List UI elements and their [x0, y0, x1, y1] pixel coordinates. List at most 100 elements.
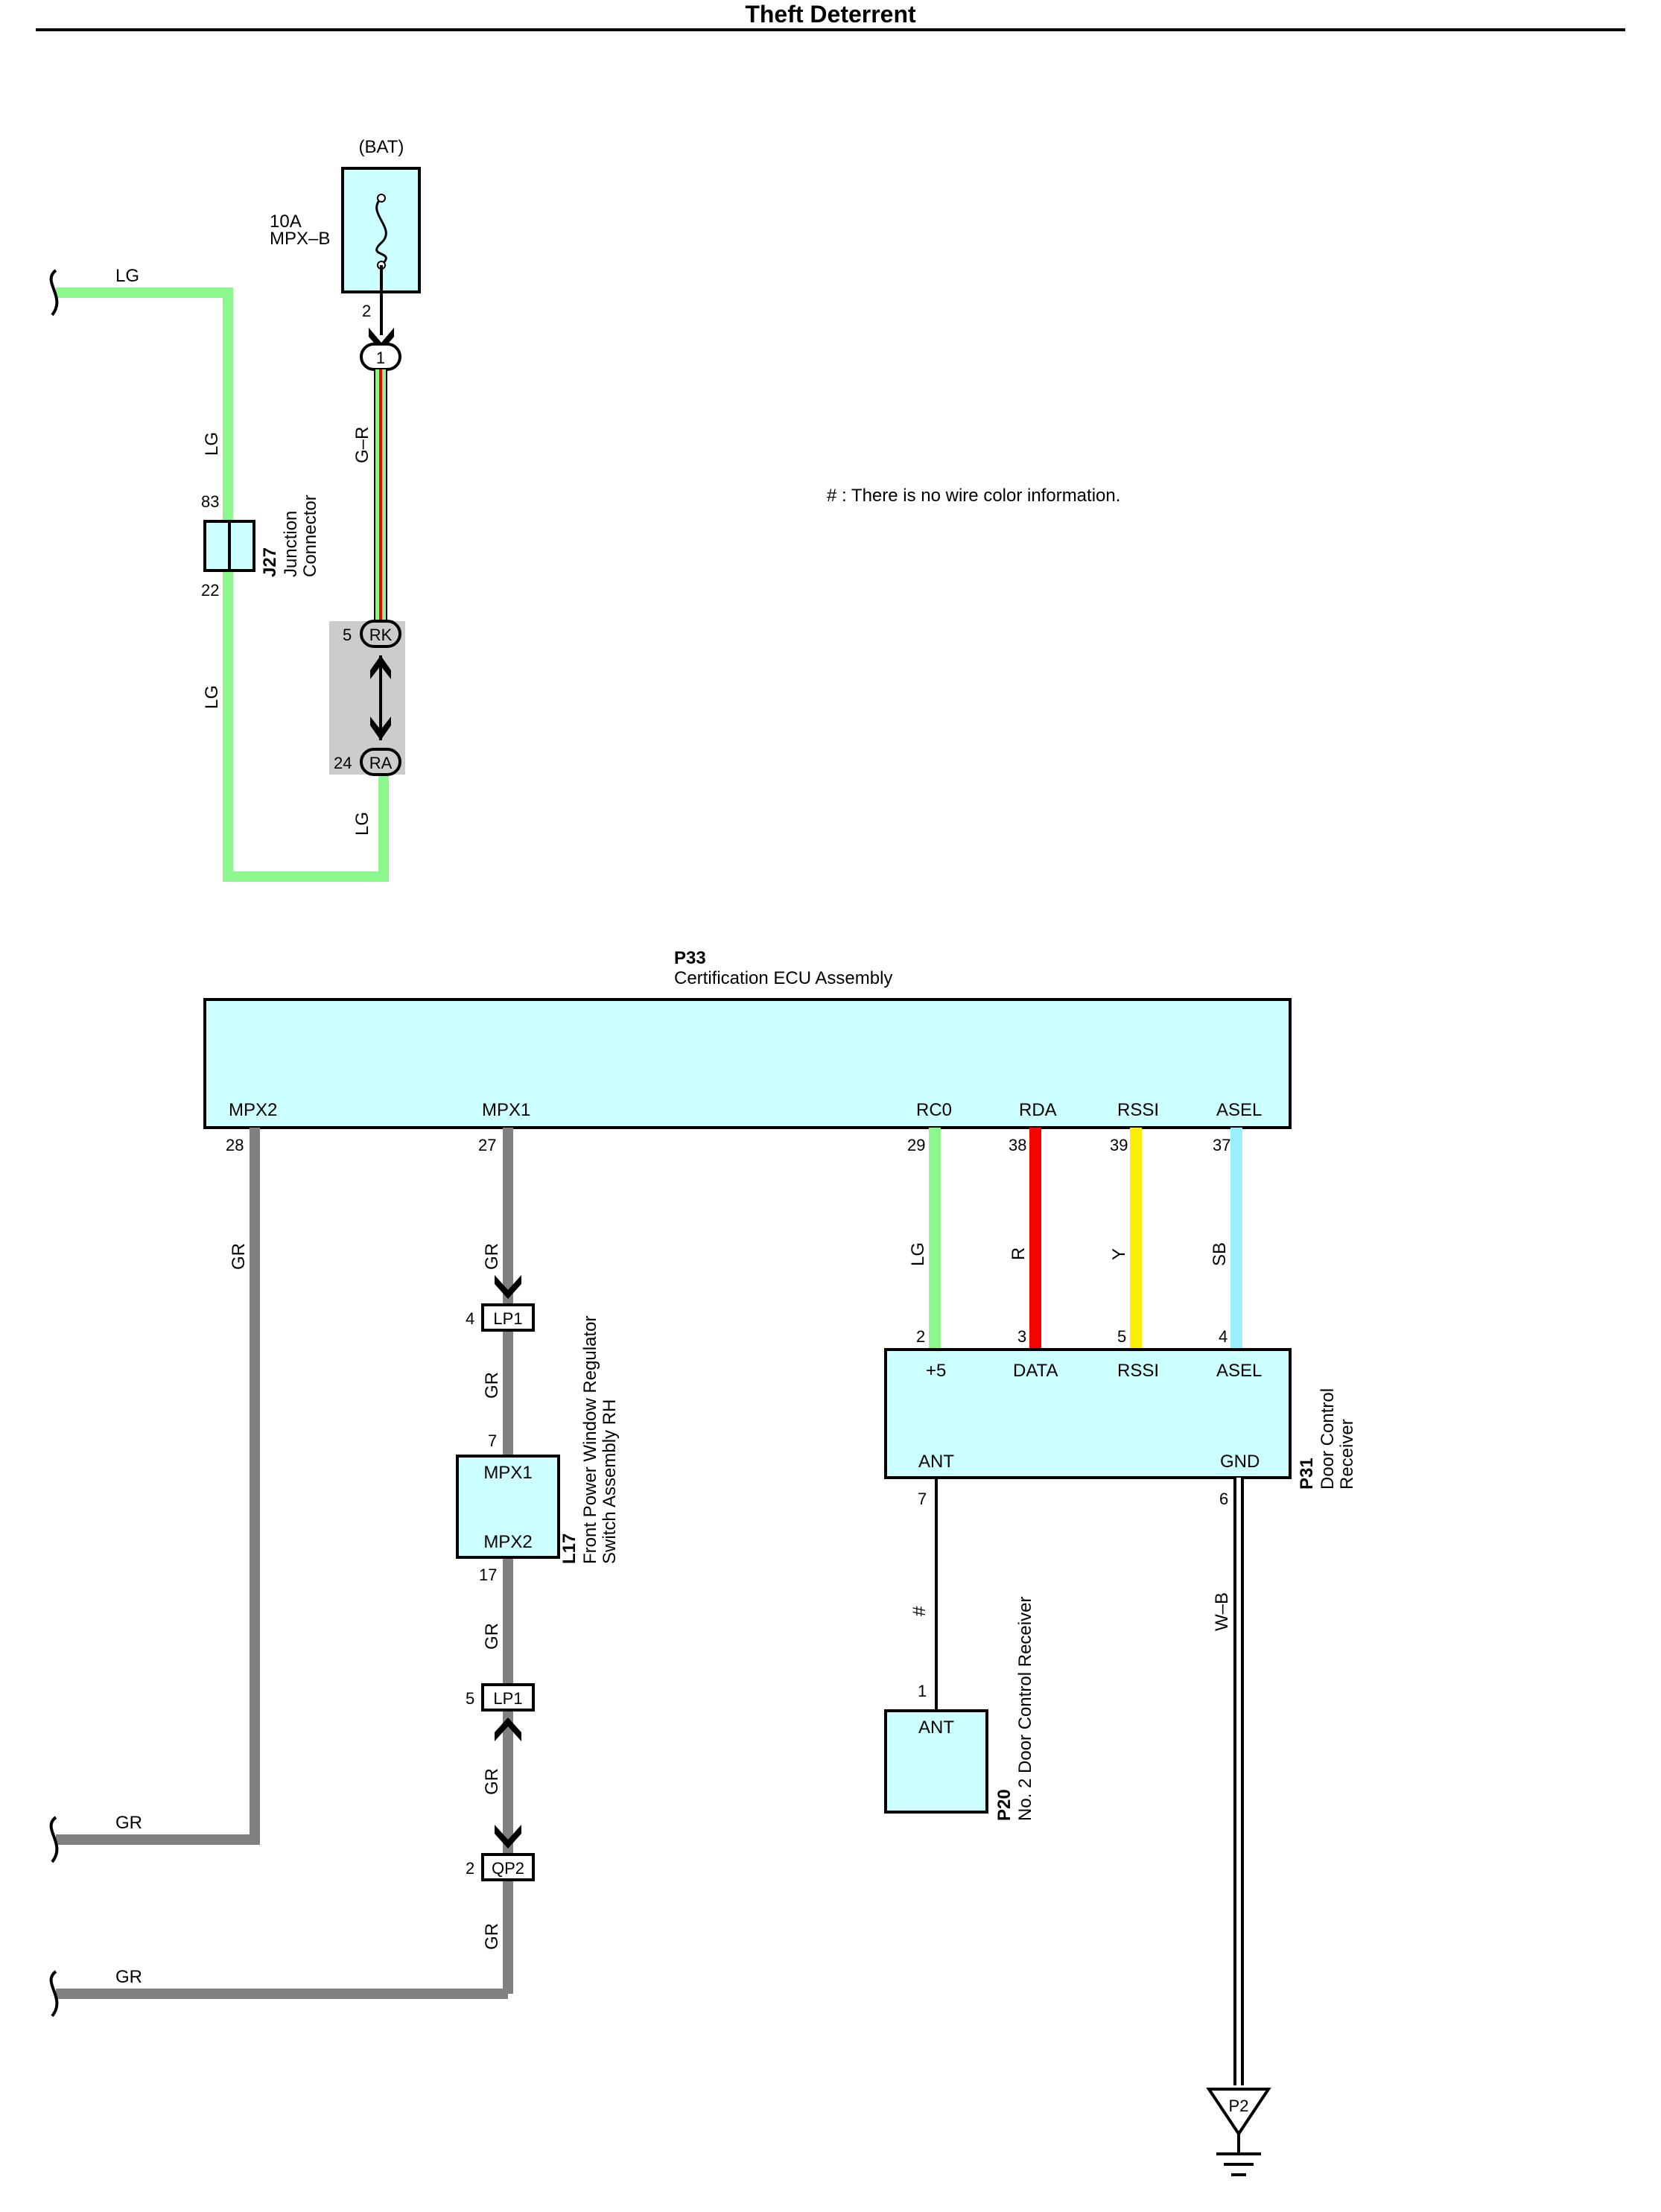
- p31-terminal-gnd: GND: [1220, 1452, 1260, 1472]
- l17-pin-17: 17: [479, 1566, 497, 1584]
- wire-label-lg-upper: LG: [202, 432, 222, 456]
- wire-label-gr-l17-bottom: GR: [482, 1623, 502, 1650]
- connector-lp1-a-pin: 4: [466, 1309, 474, 1328]
- fuse-rating: 10A: [270, 212, 302, 232]
- ground-id: P2: [1229, 2097, 1249, 2115]
- wire-label-r-rda: R: [1009, 1248, 1029, 1260]
- p20-pin-1: 1: [918, 1682, 927, 1700]
- chevron-down-icon: [495, 1825, 521, 1849]
- wire-label-gr-qp2-bottom: GR: [482, 1923, 502, 1950]
- fuse-name: MPX–B: [270, 229, 330, 249]
- p31-terminal-rssi: RSSI: [1117, 1361, 1159, 1381]
- p31-pin-4: 4: [1219, 1327, 1228, 1346]
- l17-id: L17: [559, 1534, 579, 1564]
- l17-name-line2: Switch Assembly RH: [600, 1399, 620, 1564]
- gr-wire-mpx2: [56, 1128, 260, 1845]
- p31-door-control-receiver: [884, 1348, 1292, 1479]
- chevron-up-icon: [370, 655, 391, 679]
- wire-label-gr-left: GR: [229, 1243, 249, 1270]
- p31-pin-2: 2: [916, 1327, 925, 1346]
- p33-terminal-rc0: RC0: [916, 1100, 952, 1120]
- p33-name: Certification ECU Assembly: [674, 968, 892, 988]
- p33-terminal-asel: ASEL: [1216, 1100, 1262, 1120]
- p33-terminal-rssi: RSSI: [1117, 1100, 1159, 1120]
- connector-lp1-a: [481, 1303, 535, 1332]
- wire-label-gr-lp1-bottom: GR: [482, 1768, 502, 1795]
- wire-break-lg-top: [49, 269, 59, 317]
- fuse-icon: [375, 197, 387, 267]
- p33-terminal-mpx2: MPX2: [229, 1100, 277, 1120]
- wire-label-gr-mpx1-top: GR: [482, 1243, 502, 1270]
- l17-name-line1: Front Power Window Regulator: [580, 1316, 600, 1564]
- connector-rk: [360, 620, 401, 648]
- p31-terminal-ant: ANT: [918, 1452, 954, 1472]
- wire-label-gr-stub-upper: GR: [115, 1813, 142, 1833]
- p20-id: P20: [994, 1789, 1014, 1821]
- p31-terminal-asel: ASEL: [1216, 1361, 1262, 1381]
- connector-qp2-label: QP2: [492, 1859, 524, 1878]
- j27-pin-22: 22: [201, 581, 219, 600]
- wire-label-lg-rc0: LG: [908, 1242, 928, 1266]
- p33-pin-39: 39: [1110, 1136, 1128, 1154]
- p33-certification-ecu: [203, 998, 1292, 1129]
- p31-pin-3: 3: [1017, 1327, 1026, 1346]
- fuse-source-label: (BAT): [359, 137, 404, 157]
- wire-label-g-r: G–R: [352, 427, 372, 463]
- wire-label-hash-ant: #: [909, 1606, 930, 1616]
- p33-pin-29: 29: [907, 1136, 925, 1154]
- connector-lp1-b-pin: 5: [466, 1689, 474, 1708]
- wire-label-sb-asel: SB: [1210, 1242, 1230, 1266]
- connector-lp1-a-label: LP1: [493, 1309, 522, 1328]
- wire-break-gr-lower: [49, 1970, 59, 2018]
- wire-label-w-b: W–B: [1212, 1592, 1232, 1631]
- connector-qp2: [481, 1853, 535, 1881]
- connector-rk-label: RK: [369, 626, 393, 644]
- connector-lp1-b-label: LP1: [493, 1689, 522, 1708]
- ground-icon: [1206, 2088, 1271, 2137]
- connector-qp2-pin: 2: [466, 1859, 474, 1878]
- p31-pin-7: 7: [918, 1490, 927, 1508]
- l17-terminal-mpx2: MPX2: [483, 1532, 532, 1552]
- p31-name-line1: Door Control: [1318, 1388, 1338, 1490]
- p20-name: No. 2 Door Control Receiver: [1015, 1597, 1035, 1821]
- p20-no2-door-control-receiver: [884, 1709, 988, 1814]
- p31-name-line2: Receiver: [1337, 1419, 1357, 1490]
- connector-lp1-b: [481, 1683, 535, 1712]
- connector-rk-pin: 5: [343, 626, 352, 644]
- wire-label-lg-ra: LG: [352, 812, 372, 836]
- wire-break-gr-upper: [49, 1816, 59, 1863]
- wire-label-gr-stub-lower: GR: [115, 1967, 142, 1987]
- l17-pin-7: 7: [488, 1431, 497, 1450]
- j27-name-line1: Junction: [281, 511, 301, 577]
- chevron-down-icon: [370, 716, 391, 740]
- connector-ra: [360, 748, 401, 776]
- p31-terminal-data: DATA: [1013, 1361, 1058, 1381]
- wire-label-lg-top: LG: [115, 266, 139, 286]
- l17-switch-assembly: [456, 1455, 560, 1559]
- connector-ra-label: RA: [369, 754, 393, 772]
- l17-terminal-mpx1: MPX1: [483, 1463, 532, 1483]
- p33-terminal-mpx1: MPX1: [482, 1100, 530, 1120]
- p31-pin-5: 5: [1117, 1327, 1126, 1346]
- p33-pin-28: 28: [226, 1136, 244, 1154]
- wire-label-y-rssi: Y: [1109, 1248, 1129, 1260]
- connector-1-label: 1: [376, 349, 385, 367]
- lg-wire-loop: [56, 287, 389, 882]
- p31-id: P31: [1297, 1458, 1317, 1490]
- p33-pin-27: 27: [478, 1136, 496, 1154]
- p33-pin-37: 37: [1213, 1136, 1230, 1154]
- j27-pin-83: 83: [201, 492, 219, 511]
- connector-ra-pin: 24: [334, 754, 352, 772]
- chevron-up-icon: [495, 1717, 521, 1741]
- fuse-out-pin: 2: [362, 302, 371, 320]
- j27-name-line2: Connector: [300, 495, 320, 577]
- p31-terminal-plus5: +5: [926, 1361, 946, 1381]
- p31-pin-6: 6: [1219, 1490, 1228, 1508]
- wire-label-gr-mpx1-mid: GR: [482, 1372, 502, 1399]
- p33-terminal-rda: RDA: [1019, 1100, 1057, 1120]
- p20-terminal-ant: ANT: [918, 1717, 954, 1738]
- wire-label-lg-lower: LG: [202, 685, 222, 709]
- wire-color-note: # : There is no wire color information.: [827, 486, 1120, 506]
- p33-id: P33: [674, 948, 706, 968]
